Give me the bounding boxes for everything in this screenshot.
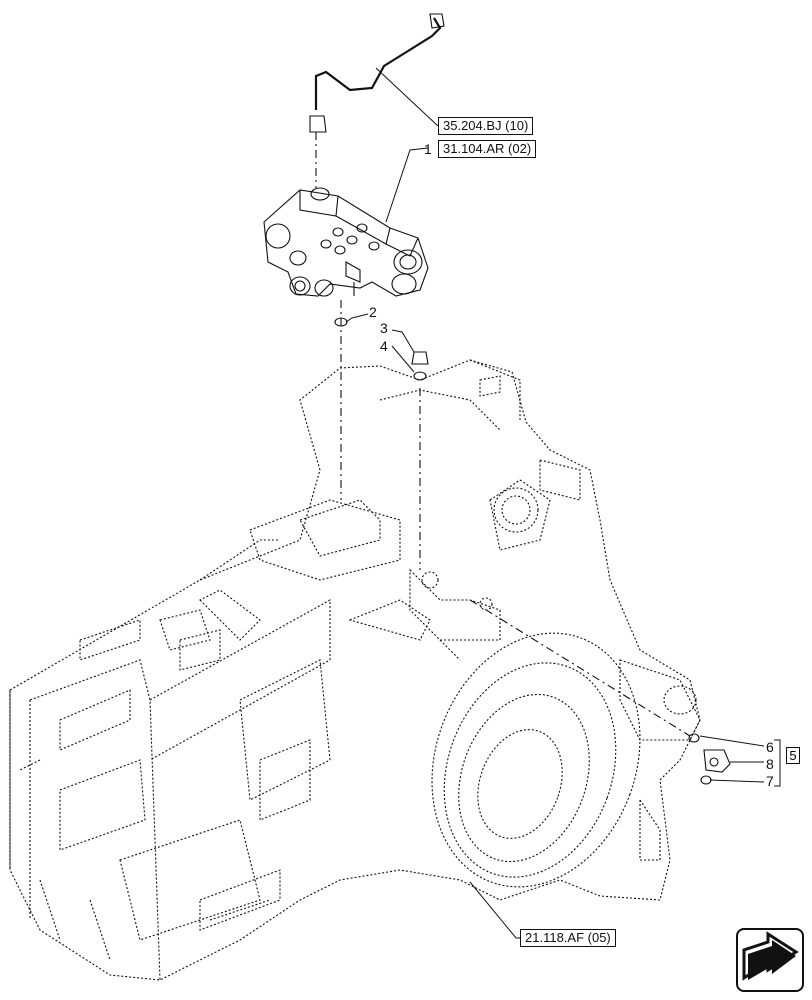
leader-lines: [345, 67, 781, 939]
callout-21-118[interactable]: 21.118.AF (05): [520, 929, 616, 947]
arrow-shape: [742, 931, 799, 981]
flywheel-housing: [431, 632, 641, 888]
item-number-8: 8: [766, 756, 774, 772]
o-ring-2: [334, 317, 348, 327]
plug-3: [411, 351, 429, 365]
item-number-2: 2: [369, 304, 377, 320]
hydraulic-pipe: [309, 13, 445, 188]
o-ring-6: [688, 733, 700, 743]
seal-4: [413, 371, 427, 381]
fitting-8: [703, 749, 731, 773]
o-ring-7: [700, 775, 712, 785]
transmission-housing: [9, 359, 701, 981]
fitting-centerline: [469, 599, 691, 737]
item-number-4: 4: [380, 338, 388, 354]
arrow-page-icon[interactable]: [736, 928, 804, 992]
item-number-3: 3: [380, 320, 388, 336]
item-number-6: 6: [766, 739, 774, 755]
item-number-7: 7: [766, 773, 774, 789]
item-number-5-box: 5: [786, 747, 800, 764]
callout-31-104[interactable]: 31.104.AR (02): [438, 140, 537, 158]
callout-35-204[interactable]: 35.204.BJ (10): [438, 117, 534, 135]
control-valve-assembly: [263, 187, 429, 297]
item-number-1: 1: [424, 141, 432, 157]
